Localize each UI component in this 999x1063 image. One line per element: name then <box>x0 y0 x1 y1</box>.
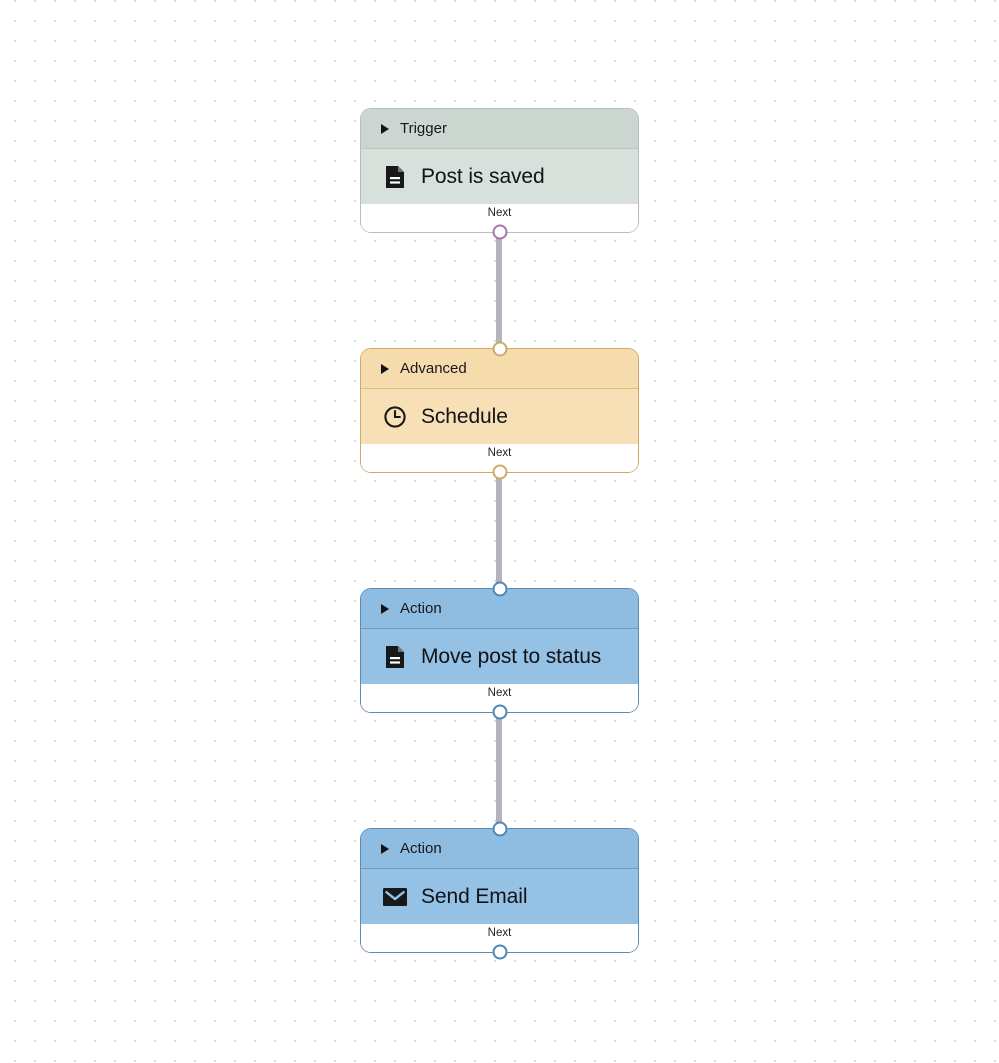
next-label: Next <box>487 207 512 219</box>
node-category-label: Action <box>400 840 442 857</box>
node-header[interactable]: Action <box>361 589 638 628</box>
chevron-right-icon[interactable] <box>381 603 389 614</box>
edge-action-1-to-action-2 <box>496 714 502 826</box>
node-input-handle[interactable] <box>492 821 507 837</box>
node-title: Send Email <box>421 884 528 908</box>
node-output-handle[interactable] <box>492 464 507 480</box>
node-title: Post is saved <box>421 164 545 188</box>
node-category-label: Trigger <box>400 120 447 137</box>
node-category-label: Advanced <box>400 360 467 377</box>
next-label: Next <box>487 687 512 699</box>
envelope-icon <box>382 884 408 910</box>
node-body[interactable]: Send Email <box>361 868 638 924</box>
node-input-handle[interactable] <box>492 341 507 357</box>
node-output-handle[interactable] <box>492 704 507 720</box>
next-label: Next <box>487 927 512 939</box>
document-icon <box>382 164 408 190</box>
next-label: Next <box>487 447 512 459</box>
chevron-right-icon[interactable] <box>381 843 389 854</box>
node-title: Schedule <box>421 404 508 428</box>
node-input-handle[interactable] <box>492 581 507 597</box>
document-icon <box>382 644 408 670</box>
node-output-handle[interactable] <box>492 224 507 240</box>
node-header[interactable]: Action <box>361 829 638 868</box>
edge-trigger-to-advanced <box>496 234 502 346</box>
node-title: Move post to status <box>421 644 602 668</box>
chevron-right-icon[interactable] <box>381 363 389 374</box>
workflow-node-action-send-email[interactable]: Action Send Email Next <box>360 821 639 960</box>
node-output-handle[interactable] <box>492 944 507 960</box>
chevron-right-icon[interactable] <box>381 123 389 134</box>
clock-icon <box>382 404 408 430</box>
workflow-node-trigger-post-is-saved[interactable]: Trigger Post is saved Next <box>360 108 639 240</box>
node-body[interactable]: Post is saved <box>361 148 638 204</box>
node-category-label: Action <box>400 600 442 617</box>
workflow-node-advanced-schedule[interactable]: Advanced Schedule Next <box>360 341 639 480</box>
workflow-node-action-move-post-to-status[interactable]: Action Move post to status Next <box>360 581 639 720</box>
node-body[interactable]: Move post to status <box>361 628 638 684</box>
node-header[interactable]: Trigger <box>361 109 638 148</box>
node-body[interactable]: Schedule <box>361 388 638 444</box>
edge-advanced-to-action-1 <box>496 474 502 586</box>
